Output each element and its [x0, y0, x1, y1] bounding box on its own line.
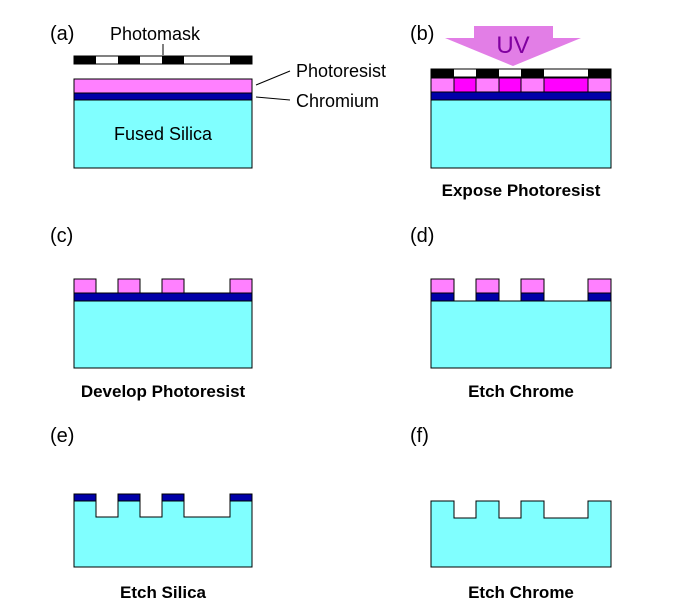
chromium-island [73, 493, 97, 502]
fused-silica-substrate [430, 99, 612, 169]
chromium-layer [430, 91, 612, 101]
panel-f-label: (f) [410, 425, 429, 447]
uv-label: UV [496, 32, 529, 59]
photomask-dark-segment [74, 56, 96, 64]
photomask-dark-segment [162, 56, 184, 64]
fused-silica-substrate [430, 300, 612, 369]
panel-a: (a) Photomask Fused Silica Photoresist C… [50, 23, 386, 169]
chromium-island [587, 292, 612, 302]
exposed-photoresist-region [543, 77, 589, 93]
panel-c-caption: Develop Photoresist [81, 382, 246, 401]
photoresist-island [229, 278, 253, 294]
photoresist-leader-line [255, 70, 291, 86]
photoresist-island [475, 278, 500, 294]
chromium-layer [73, 292, 253, 302]
chromium-island [475, 292, 500, 302]
panel-e-caption: Etch Silica [120, 583, 207, 602]
chromium-island [117, 493, 141, 502]
exposed-photoresist-region [453, 77, 477, 93]
panel-d: (d) Etch Chrome [410, 225, 612, 401]
panel-f-caption: Etch Chrome [468, 583, 574, 602]
photoresist-island [161, 278, 185, 294]
panel-b-caption: Expose Photoresist [442, 181, 601, 200]
chromium-label: Chromium [296, 91, 379, 111]
panel-b-label: (b) [410, 23, 434, 45]
photoresist-island [430, 278, 455, 294]
exposed-photoresist-region [498, 77, 522, 93]
photomask-dark-segment [431, 69, 454, 77]
photomask-dark-segment [588, 69, 611, 77]
fused-silica-label: Fused Silica [114, 124, 213, 144]
panel-b: (b) UV Expose Photoresist [410, 23, 612, 200]
photoresist-island [520, 278, 545, 294]
photomask-dark-segment [118, 56, 140, 64]
panel-a-label: (a) [50, 23, 74, 45]
photomask-dark-segment [521, 69, 544, 77]
fused-silica-substrate [73, 300, 253, 369]
final-etched-fused-silica [430, 500, 612, 568]
photomask-dark-segment [476, 69, 499, 77]
chromium-island [430, 292, 455, 302]
chromium-island [520, 292, 545, 302]
photoresist-island [587, 278, 612, 294]
panel-d-caption: Etch Chrome [468, 382, 574, 401]
chromium-island [161, 493, 185, 502]
chromium-leader-line [255, 96, 291, 101]
etched-fused-silica-substrate [73, 499, 253, 568]
panel-c: (c) Develop Photoresist [50, 225, 253, 401]
chromium-layer [73, 92, 253, 101]
uv-arrow [445, 26, 581, 66]
chromium-island [229, 493, 253, 502]
panel-f: (f) Etch Chrome [410, 425, 612, 602]
panel-e: (e) Etch Silica [50, 425, 253, 602]
photomask-dark-segment [230, 56, 252, 64]
photoresist-island [117, 278, 141, 294]
photoresist-label: Photoresist [296, 61, 386, 81]
panel-d-label: (d) [410, 225, 434, 247]
panel-c-label: (c) [50, 225, 73, 247]
photoresist-layer [73, 78, 253, 94]
fused-silica-substrate [73, 99, 253, 169]
photomask-label: Photomask [110, 24, 201, 44]
photoresist-island [73, 278, 97, 294]
panel-e-label: (e) [50, 425, 74, 447]
